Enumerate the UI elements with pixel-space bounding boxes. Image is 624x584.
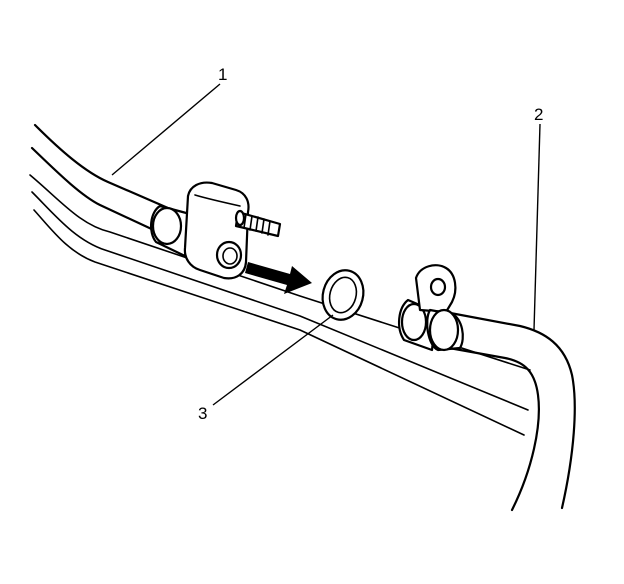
leader-lines: [111, 83, 541, 406]
direction-arrow: [245, 262, 312, 294]
callout-1: 1: [218, 65, 228, 84]
leader-2: [533, 123, 541, 331]
pipe-2: [436, 310, 576, 512]
leader-1: [111, 83, 221, 176]
callout-3: 3: [198, 404, 208, 423]
background-edge-lines: [29, 174, 531, 436]
fitting-2: [398, 264, 464, 352]
leader-3: [212, 314, 334, 406]
callout-2: 2: [534, 105, 544, 124]
sealing-washer: [321, 269, 365, 321]
pipe-1: [30, 123, 170, 234]
fitting-1: [150, 181, 282, 280]
